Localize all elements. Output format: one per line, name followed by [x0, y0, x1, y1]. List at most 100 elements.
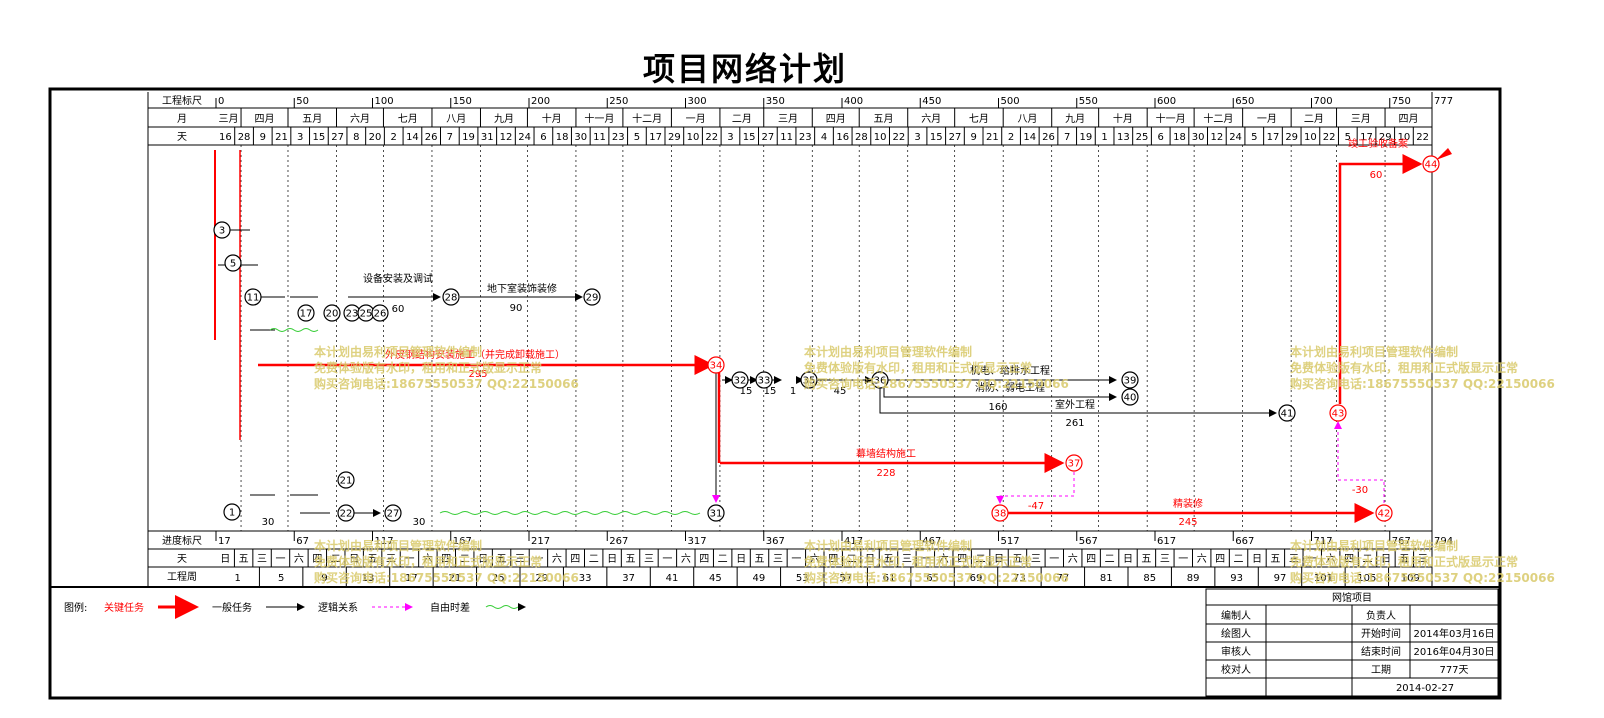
equipment-duration: 60 — [392, 304, 405, 315]
watermark-line: 本计划由易利项目管理软件编制 — [314, 345, 483, 359]
week-label: 97 — [1274, 573, 1287, 584]
outdoor-label: 室外工程 — [1055, 398, 1095, 411]
progress-tick-label: 317 — [687, 536, 706, 547]
day-label: 16 — [219, 132, 232, 143]
week-label: 33 — [579, 573, 592, 584]
network-node-label: 23 — [346, 309, 359, 320]
page-title: 项目网络计划 — [642, 50, 847, 88]
weekday-label: 五 — [1270, 554, 1280, 565]
tower-20m-duration: 30 — [262, 517, 275, 528]
week-label: 1 — [235, 573, 241, 584]
network-node — [731, 371, 749, 389]
network-node-label: 34 — [710, 361, 723, 372]
weekday-label: 一 — [662, 554, 672, 565]
week-label: 49 — [752, 573, 765, 584]
checker-label: 校对人 — [1221, 663, 1251, 676]
info-table: 网馆项目 编制人 绘图人 审核人 校对人 负责人 开始时间 结束时间 工期 20… — [1205, 588, 1499, 697]
weekday-label: 三 — [1160, 554, 1170, 565]
network-node-label: 3 — [219, 226, 225, 237]
month-label: 十月 — [1113, 112, 1133, 125]
day-label: 24 — [518, 132, 531, 143]
day-label: 10 — [1304, 132, 1317, 143]
legend-float-wave — [485, 605, 519, 609]
acceptance-arrow — [1338, 154, 1423, 404]
watermark-line: 购买咨询电话:18675550537 QQ:22150066 — [314, 377, 579, 391]
weekday-label: 一 — [275, 554, 285, 565]
logic-42-43 — [1334, 421, 1385, 503]
day-label: 17 — [1267, 132, 1280, 143]
fire-arrow — [883, 386, 1117, 401]
day-label: 29 — [668, 132, 681, 143]
progress-tick-label: 717 — [1313, 536, 1332, 547]
day-label: 27 — [762, 132, 775, 143]
weekday-label: 一 — [920, 554, 930, 565]
end-label: 结束时间 — [1361, 645, 1401, 658]
weekday-label: 二 — [847, 554, 857, 565]
weekday-label: 六 — [552, 553, 562, 565]
progress-tick-label: 567 — [1079, 536, 1098, 547]
network-node-label: 5 — [230, 259, 236, 270]
scale-tick-label: 150 — [453, 96, 472, 107]
weekday-label: 四 — [441, 554, 451, 565]
progress-tick-label: 17 — [218, 536, 231, 547]
weekday-label: 二 — [1363, 554, 1373, 565]
basement-decoration-duration: 90 — [510, 303, 523, 314]
weekday-label: 二 — [976, 554, 986, 565]
month-label: 七月 — [398, 113, 418, 125]
network-node — [244, 288, 262, 306]
day-label: 30 — [574, 132, 587, 143]
acceptance-label: 竣工验收备案 — [1348, 137, 1408, 150]
progress-tick-label: 794 — [1434, 536, 1453, 547]
network-node-label: 36 — [874, 376, 887, 387]
watermark-line: 本计划由易利项目管理软件编制 — [804, 345, 973, 359]
week-label: 25 — [492, 573, 505, 584]
day-label: 4 — [821, 132, 827, 143]
weekday-label: 四 — [1086, 554, 1096, 565]
network-body: 外皮钢结构安装施工（并完成卸载施工） 295 设备安装及调试 60 地下室装饰装… — [213, 137, 1452, 528]
weekday-label: 六 — [1068, 553, 1078, 565]
network-node-label: 25 — [360, 309, 373, 320]
scale-row-label: 工程标尺 — [162, 95, 202, 107]
month-label: 三月 — [1351, 113, 1371, 125]
week-label: 69 — [970, 573, 983, 584]
scale-tick-label: 250 — [609, 96, 628, 107]
network-node — [224, 254, 242, 272]
weekday-label: 日 — [349, 554, 359, 565]
float-label-2: -30 — [1352, 485, 1368, 496]
legend-float-label: 自由时差 — [430, 601, 470, 614]
fire-duration: 160 — [988, 402, 1007, 413]
progress-tick-label: 267 — [609, 536, 628, 547]
month-label: 十一月 — [584, 112, 614, 125]
week-row-label: 工程周 — [167, 571, 197, 583]
week-label: 109 — [1401, 573, 1420, 584]
day-label: 3 — [914, 132, 920, 143]
network-node — [583, 288, 601, 306]
network-node — [1329, 404, 1347, 422]
scale-tick-label: 600 — [1157, 96, 1176, 107]
fine-decoration-duration: 245 — [1178, 517, 1197, 528]
watermark: 本计划由易利项目管理软件编制 免费体验版有水印，租用和正式版显示正常 购买咨询电… — [804, 538, 1069, 586]
scale-tick-label: 750 — [1392, 96, 1411, 107]
tower-30m-duration: 30 — [413, 517, 426, 528]
week-label: 81 — [1100, 573, 1113, 584]
logic-37-38 — [996, 472, 1075, 504]
day-label: 14 — [406, 132, 419, 143]
day-label: 5 — [1345, 132, 1351, 143]
weekday-row-label: 天 — [177, 554, 187, 565]
month-label: 二月 — [1304, 113, 1324, 125]
month-label: 十二月 — [1203, 112, 1233, 125]
week-label: 13 — [362, 573, 375, 584]
month-label: 三月 — [778, 113, 798, 125]
day-label: 22 — [892, 132, 905, 143]
network-node-label: 11 — [247, 293, 260, 304]
critical-steel-label: 外皮钢结构安装施工（并完成卸载施工） — [385, 348, 565, 361]
watermark-line: 本计划由易利项目管理软件编制 — [1290, 539, 1459, 553]
week-label: 85 — [1143, 573, 1156, 584]
scale-tick-label: 777 — [1434, 96, 1453, 107]
day-label: 24 — [1229, 132, 1242, 143]
network-node-label: 38 — [994, 509, 1007, 520]
watermark-line: 免费体验版有水印，租用和正式版显示正常 — [1290, 361, 1519, 375]
weekday-label: 五 — [368, 554, 378, 565]
month-label: 三月 — [219, 113, 239, 125]
